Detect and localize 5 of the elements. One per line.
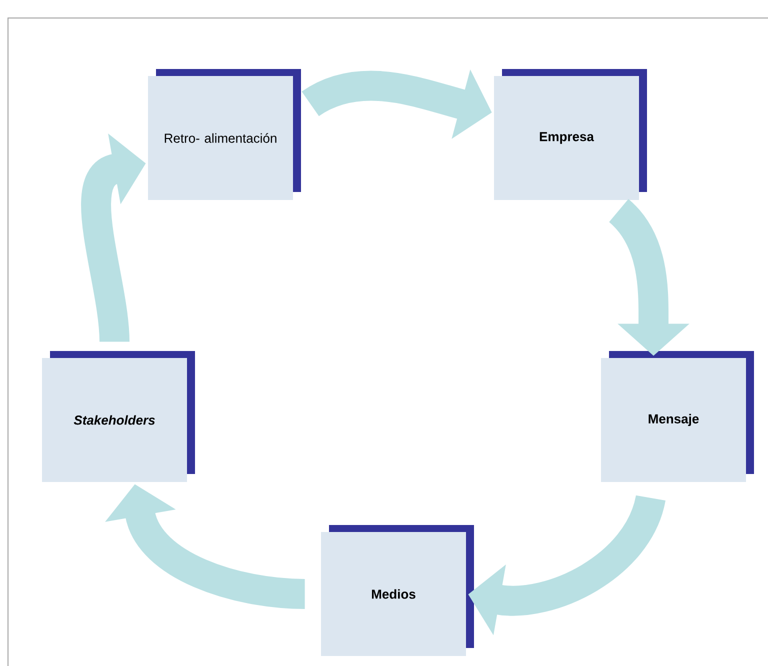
process-box: Empresa xyxy=(494,69,647,200)
process-box: Stakeholders xyxy=(42,351,195,482)
process-box: Mensaje xyxy=(601,351,754,482)
process-box: Retro- alimentación xyxy=(148,69,301,200)
process-box: Medios xyxy=(321,525,474,656)
